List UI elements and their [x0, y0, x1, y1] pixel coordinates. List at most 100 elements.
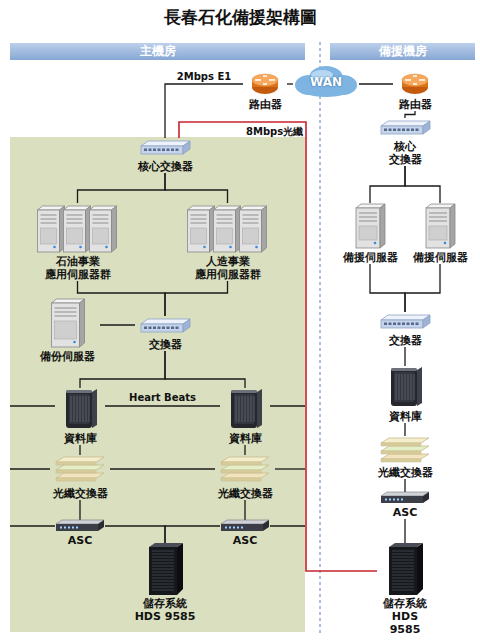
storage-grille	[152, 566, 174, 567]
connector-line	[79, 500, 80, 520]
storage-system: 儲存系統 HDS 9585	[377, 543, 433, 636]
connector-line	[404, 519, 405, 543]
storage-grille	[392, 584, 414, 585]
server-bezel	[93, 228, 109, 244]
db-grille	[74, 396, 75, 422]
router-node: 路由器	[243, 72, 287, 111]
db-grille	[402, 374, 403, 400]
switch-port	[398, 323, 401, 326]
server-light	[105, 246, 108, 249]
db-panel	[69, 394, 89, 424]
server-slot	[217, 223, 233, 224]
server-bezel	[243, 228, 259, 244]
node-label: 光纖交換器	[53, 487, 108, 500]
server-front	[38, 210, 60, 252]
router-top	[252, 74, 278, 86]
fiber-edge	[56, 478, 96, 481]
server-slot	[41, 219, 57, 220]
server-slot	[67, 219, 83, 220]
switch-port	[162, 327, 165, 330]
switch-port	[411, 129, 414, 132]
router-symbol	[243, 72, 287, 96]
fiber-plate	[221, 465, 269, 470]
switch-front	[141, 324, 183, 332]
switch-side	[423, 315, 430, 328]
asc-light	[397, 499, 399, 501]
fiber-symbol	[50, 455, 110, 485]
asc-icon	[221, 520, 269, 531]
storage-grille	[392, 569, 414, 570]
node-label: 主機房	[140, 43, 176, 60]
server-slot	[41, 215, 57, 216]
switch-port	[411, 323, 414, 326]
server-light	[53, 246, 56, 249]
server-slot	[359, 221, 377, 222]
group-icon	[188, 206, 267, 252]
server-slot	[55, 308, 77, 309]
asc-front	[56, 524, 98, 531]
group-symbol	[35, 203, 120, 253]
storage-top	[389, 543, 423, 547]
storage-icon	[389, 543, 423, 595]
standby-server: 備援伺服器	[340, 203, 400, 264]
storage-grille	[152, 587, 174, 588]
storage-top	[149, 543, 183, 547]
node-label: 路由器	[249, 98, 282, 111]
asc-side	[423, 492, 429, 503]
node-label: 儲存系統 HDS 9585	[130, 597, 200, 623]
connector-line	[287, 83, 293, 84]
server-slot	[429, 217, 447, 218]
switch-port	[153, 149, 156, 152]
router-arrows	[255, 76, 275, 84]
fiber-plate	[381, 446, 429, 451]
fiber-symbol	[215, 455, 275, 485]
connector-line	[405, 166, 440, 203]
core-switch: 核心交換器	[130, 138, 200, 173]
storage-grille	[392, 590, 414, 591]
asc-light	[60, 527, 62, 529]
asc-top	[221, 520, 269, 524]
db-grille	[80, 396, 81, 422]
fiber-edge	[381, 459, 421, 462]
switch-symbol	[383, 118, 427, 138]
node-label: 資料庫	[64, 432, 97, 445]
node-label: 石油事業 應用伺服器群	[35, 255, 120, 281]
fiber-plate	[56, 473, 104, 478]
bus-wire	[270, 405, 305, 406]
server-bezel	[429, 226, 447, 240]
connector-line	[165, 84, 243, 138]
edge-label: 8Mbps光纖	[246, 125, 303, 138]
storage-grille	[392, 551, 414, 552]
connector-line	[244, 500, 245, 520]
db-icon	[66, 389, 97, 428]
db-grille	[86, 396, 87, 422]
connector-line	[405, 264, 440, 312]
bus-wire	[10, 468, 50, 469]
node-label: 備援機房	[379, 43, 427, 60]
server-symbol	[340, 203, 400, 249]
edge-label: Heart Beats	[129, 391, 196, 404]
storage-grille	[152, 560, 174, 561]
server-slot	[217, 215, 233, 216]
switch-port	[167, 149, 170, 152]
cloud-icon	[295, 66, 357, 97]
router-node: 路由器	[393, 72, 437, 111]
server-light	[255, 246, 258, 249]
node-label: 路由器	[399, 98, 432, 111]
main-room-area	[10, 137, 305, 632]
asc-light	[64, 527, 66, 529]
connector-line	[404, 423, 405, 436]
server-bezel	[67, 228, 83, 244]
fiber-plate	[381, 454, 429, 459]
storage-symbol	[377, 543, 433, 595]
asc-side	[98, 520, 104, 531]
db-grille	[399, 374, 400, 400]
group-symbol	[185, 203, 270, 253]
connector-line	[165, 351, 245, 388]
server-front	[426, 208, 450, 248]
switch-side	[423, 121, 430, 134]
server-side	[80, 299, 85, 347]
server-slot	[359, 213, 377, 214]
router-top	[402, 74, 428, 86]
